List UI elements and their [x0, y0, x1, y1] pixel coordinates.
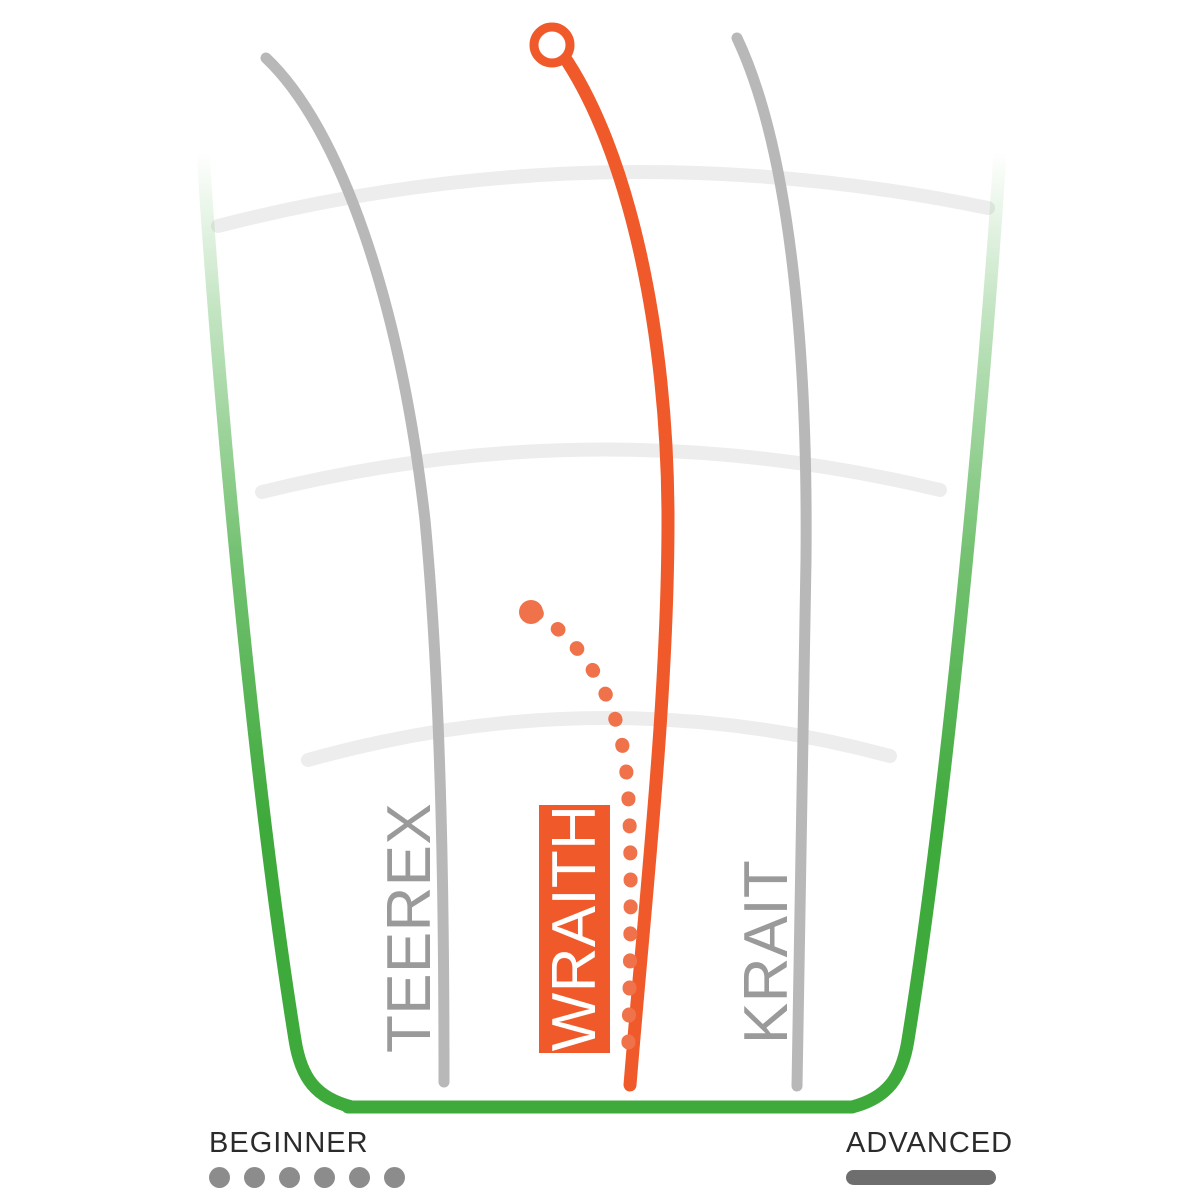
wraith-branch-head-dot [519, 600, 543, 624]
green-outline [196, 145, 1007, 1114]
scale-dot [384, 1167, 405, 1188]
model-label-krait-text: KRAIT [732, 859, 801, 1045]
green-outline-left [196, 145, 359, 1114]
background-arcs [211, 165, 995, 767]
model-label-wraith: WRAITH [540, 804, 609, 1052]
green-outline-right [845, 145, 1007, 1114]
krait-curve [731, 32, 812, 1092]
scale-dot [349, 1167, 370, 1188]
scale-label-advanced: ADVANCED [846, 1127, 1014, 1159]
arc-top [211, 165, 995, 233]
scale-label-beginner: BEGINNER [209, 1127, 369, 1159]
model-label-krait: KRAIT [732, 859, 801, 1045]
scale-dot [244, 1167, 265, 1188]
arc-bottom [301, 710, 897, 767]
scale-dot [314, 1167, 335, 1188]
arc-middle [255, 442, 947, 499]
model-label-teerex-text: TEEREX [375, 803, 444, 1053]
model-label-teerex: TEEREX [375, 803, 444, 1053]
model-label-wraith-text: WRAITH [540, 804, 609, 1052]
wraith-curve [556, 48, 675, 1092]
teerex-curve [260, 52, 450, 1088]
wraith-label-highlight-box [539, 805, 610, 1053]
scale-marker-advanced-bar [846, 1170, 996, 1185]
scale-dot [209, 1167, 230, 1188]
wraith-dotted-branch [529, 606, 638, 1072]
wraith-endpoint-circle-icon [529, 22, 575, 68]
scale-dot [279, 1167, 300, 1188]
scale-marker-beginner-dots [209, 1167, 405, 1188]
